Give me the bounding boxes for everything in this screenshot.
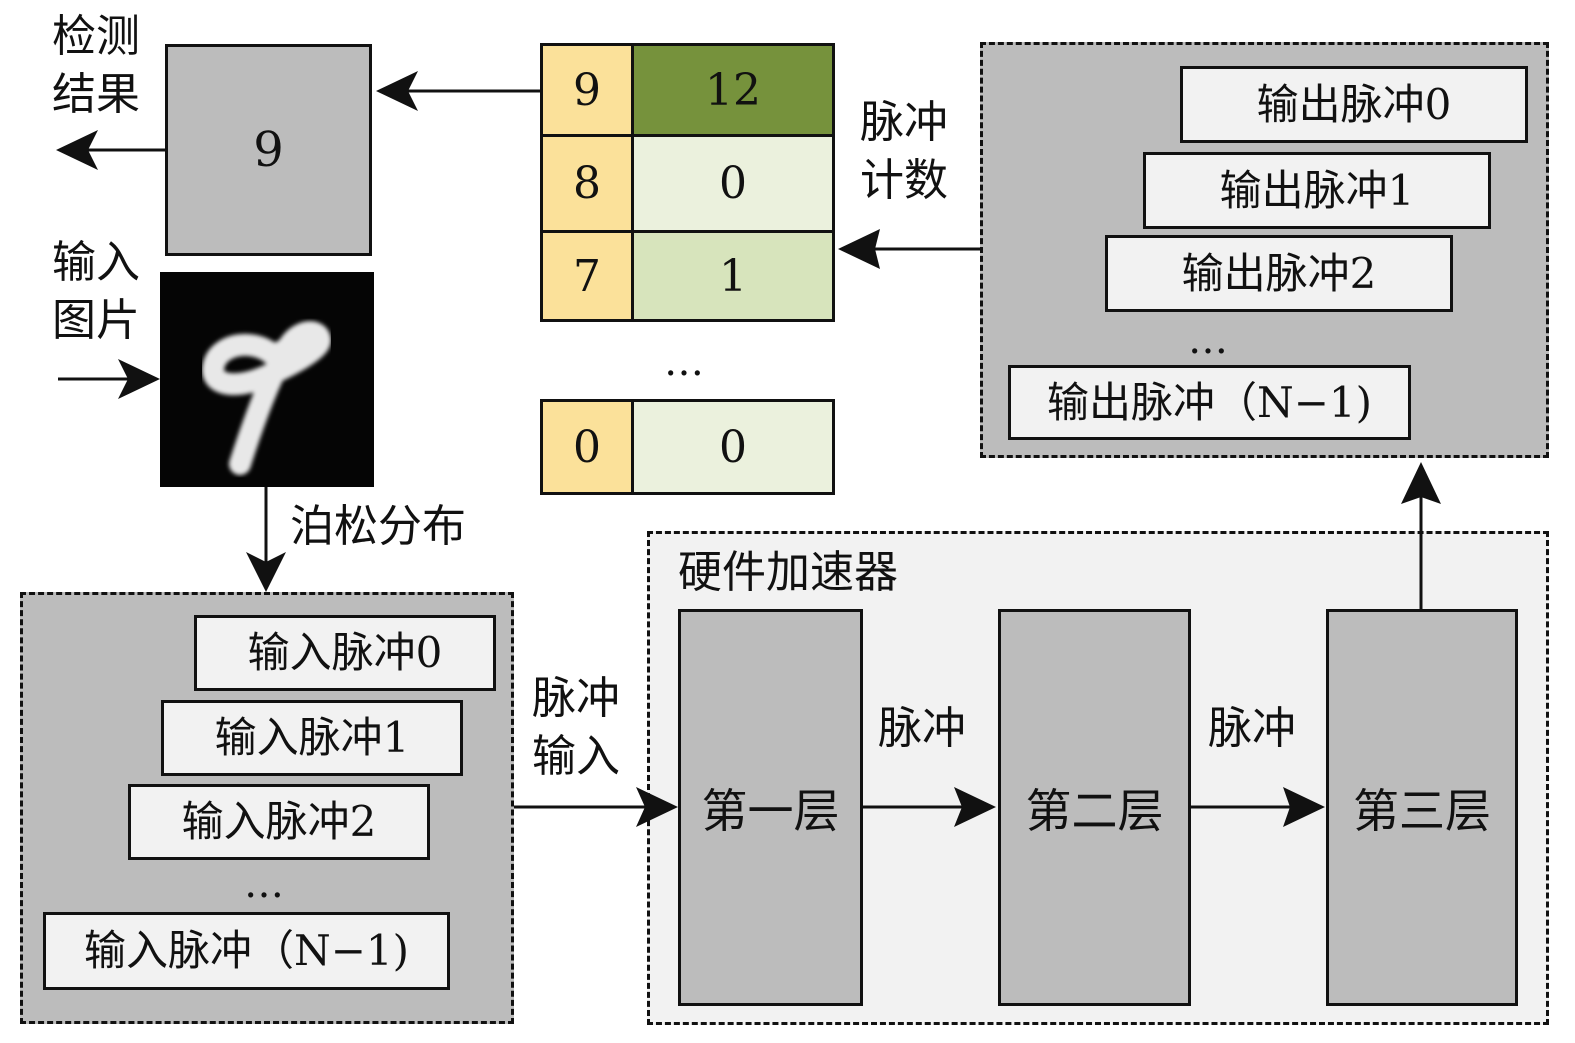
output-pulse-0: 输出脉冲0 bbox=[1180, 66, 1528, 143]
output-pulse-1: 输出脉冲1 bbox=[1143, 152, 1491, 229]
pulse-input-arrowhead bbox=[636, 787, 678, 827]
input-image bbox=[160, 272, 374, 487]
table-to-result-arrowhead bbox=[376, 71, 418, 111]
layer1-to-layer2-arrowhead bbox=[954, 787, 996, 827]
image-in-arrowhead bbox=[118, 359, 160, 399]
output-pulse-2: 输出脉冲2 bbox=[1105, 235, 1453, 312]
pulse-input-label: 脉冲 输入 bbox=[532, 673, 620, 782]
input-pulse-2: 输入脉冲2 bbox=[128, 784, 430, 860]
input-pulses-ellipsis: … bbox=[244, 861, 286, 907]
layer3-to-output-arrowhead bbox=[1401, 462, 1441, 504]
input-pulse-last: 输入脉冲（N−1) bbox=[43, 912, 450, 990]
layer-1: 第一层 bbox=[678, 609, 863, 1006]
count-row-9-value: 12 bbox=[631, 43, 835, 137]
result-label: 检测 结果 bbox=[52, 11, 140, 120]
layer-2: 第二层 bbox=[998, 609, 1191, 1006]
poisson-label: 泊松分布 bbox=[290, 501, 466, 552]
count-row-8-value: 0 bbox=[631, 134, 835, 233]
result-out-arrowhead bbox=[56, 130, 98, 170]
input-pulse-1: 输入脉冲1 bbox=[161, 700, 463, 776]
layer-link-label-2: 脉冲 bbox=[1208, 703, 1296, 754]
layer-3: 第三层 bbox=[1326, 609, 1518, 1006]
poisson-arrowhead bbox=[246, 552, 286, 592]
layer2-to-layer3-arrowhead bbox=[1283, 787, 1325, 827]
result-box: 9 bbox=[165, 44, 372, 256]
count-row-8-digit: 8 bbox=[540, 134, 634, 233]
output-pulses-ellipsis: … bbox=[1188, 317, 1230, 363]
count-row-7-digit: 7 bbox=[540, 230, 634, 322]
input-pulse-0: 输入脉冲0 bbox=[194, 615, 496, 691]
pulse-count-label: 脉冲 计数 bbox=[860, 97, 948, 206]
layer-link-label-1: 脉冲 bbox=[878, 703, 966, 754]
count-table-ellipsis: … bbox=[664, 339, 706, 385]
input-image-label: 输入 图片 bbox=[52, 237, 140, 346]
output-pulse-last: 输出脉冲（N−1) bbox=[1008, 365, 1411, 440]
count-row-7-value: 1 bbox=[631, 230, 835, 322]
count-row-0-value: 0 bbox=[631, 399, 835, 495]
result-digit: 9 bbox=[253, 122, 284, 178]
accelerator-title: 硬件加速器 bbox=[678, 547, 898, 598]
handwritten-digit-nine bbox=[202, 321, 331, 475]
output-to-table-arrowhead bbox=[838, 229, 880, 269]
count-row-0-digit: 0 bbox=[540, 399, 634, 495]
